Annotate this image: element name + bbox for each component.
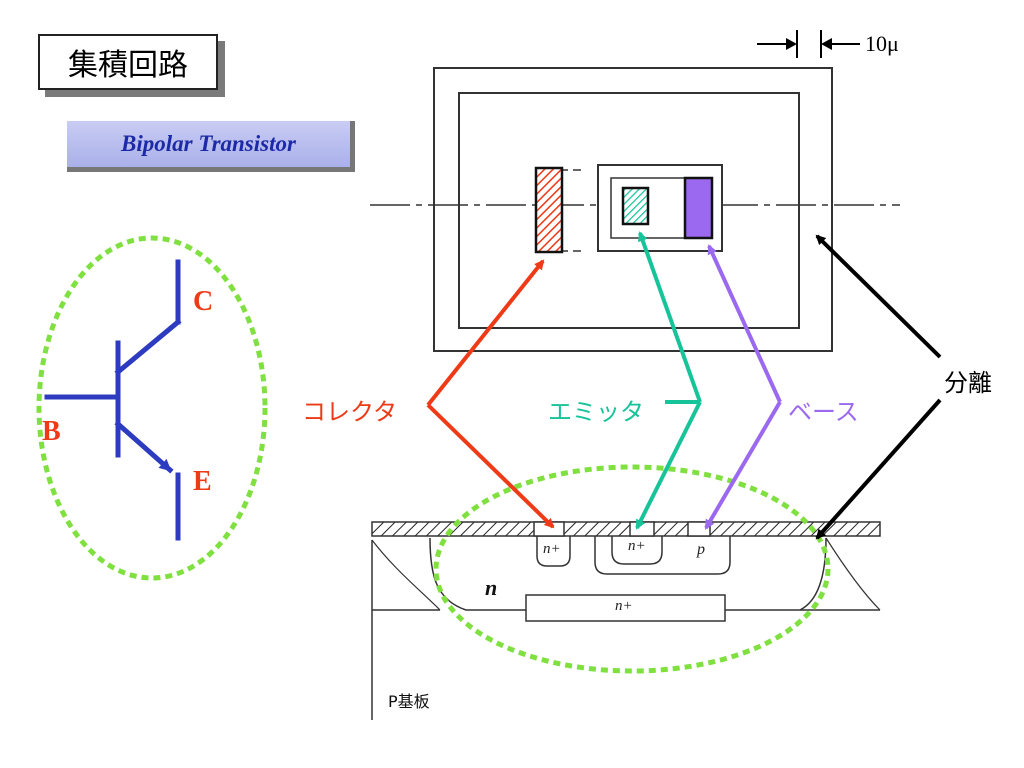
- base-label: ベース: [788, 398, 859, 426]
- symbol-base-label: B: [42, 416, 61, 447]
- top-view-layout: [370, 67, 900, 352]
- n-plus-emitter-label: n+: [628, 538, 646, 554]
- isolation-arrows: [815, 234, 942, 540]
- collector-label: コレクタ: [302, 398, 398, 426]
- collector-contact: [534, 166, 564, 254]
- collector-arrows: [426, 259, 555, 529]
- slide-subtitle: Bipolar Transistor: [67, 121, 355, 172]
- substrate-label: P基板: [388, 692, 430, 711]
- symbol-collector-label: C: [193, 286, 214, 317]
- isolation-label: 分離: [944, 369, 992, 397]
- slide-title: 集積回路: [38, 34, 218, 90]
- base-arrows: [704, 244, 782, 530]
- emitter-contact: [621, 186, 650, 226]
- bjt-symbol: [44, 259, 182, 541]
- n-plus-collector-label: n+: [543, 541, 561, 557]
- n-region-label: n: [485, 575, 498, 600]
- symbol-emitter-label: E: [193, 466, 212, 497]
- base-contact: [683, 176, 714, 240]
- cross-section: [370, 521, 881, 720]
- emitter-label: エミッタ: [548, 398, 644, 426]
- cross-section-highlight: [433, 464, 831, 674]
- scale-indicator: [757, 30, 860, 58]
- p-region-label: p: [697, 541, 705, 558]
- emitter-arrows: [635, 231, 702, 530]
- scale-label: 10μ: [865, 31, 899, 56]
- n-plus-buried-label: n+: [615, 598, 633, 614]
- symbol-highlight: [36, 235, 268, 581]
